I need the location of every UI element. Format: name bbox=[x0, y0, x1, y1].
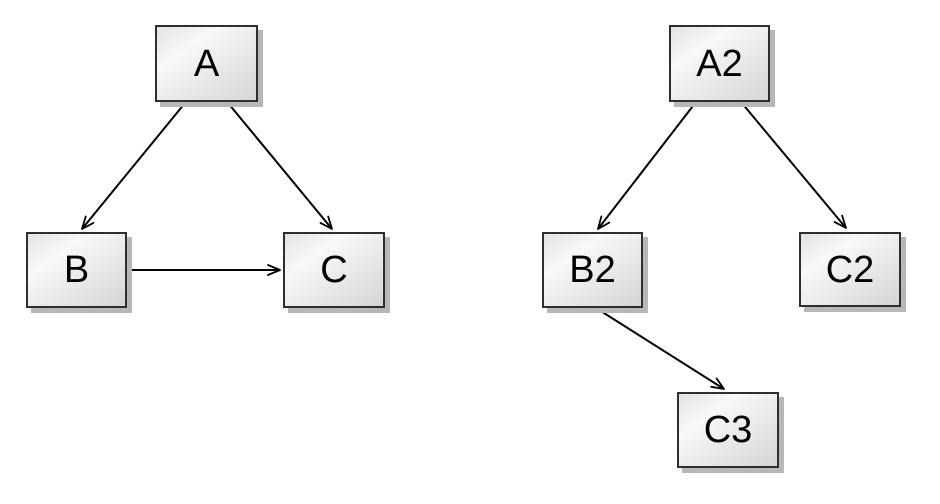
node-label-A: A bbox=[193, 42, 220, 85]
node-A2: A2 bbox=[669, 25, 770, 102]
edge-A-C bbox=[227, 102, 333, 230]
node-label-B2: B2 bbox=[569, 249, 616, 291]
node-C3: C3 bbox=[677, 392, 779, 468]
node-B: B bbox=[26, 232, 127, 308]
node-A: A bbox=[155, 25, 258, 102]
node-label-C: C bbox=[320, 249, 348, 291]
node-label-B: B bbox=[63, 249, 90, 291]
edge-A2-B2 bbox=[597, 101, 697, 230]
node-C: C bbox=[283, 232, 385, 308]
node-label-C2: C2 bbox=[825, 248, 875, 291]
node-label-A2: A2 bbox=[696, 42, 743, 85]
edge-A2-C2 bbox=[740, 101, 847, 229]
node-B2: B2 bbox=[542, 232, 643, 308]
node-label-C3: C3 bbox=[703, 409, 753, 451]
edge-B2-C3 bbox=[595, 307, 725, 390]
node-C2: C2 bbox=[799, 232, 901, 307]
edge-A-B bbox=[81, 102, 186, 230]
